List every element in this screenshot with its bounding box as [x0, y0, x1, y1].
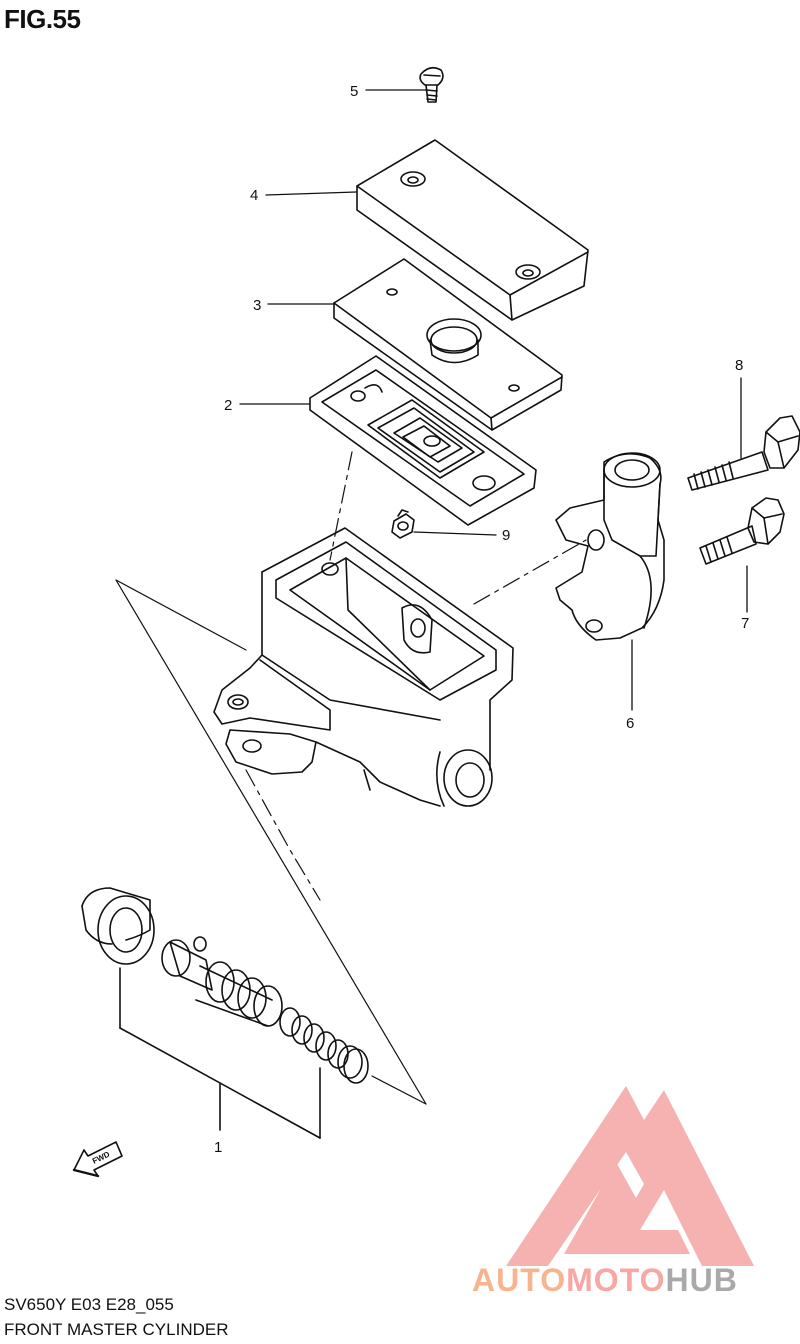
- part-9-fitting: [391, 509, 415, 539]
- part-3-cap-plate: [333, 258, 563, 431]
- part-5-screw: [419, 66, 444, 103]
- part-1-bracket: [119, 967, 321, 1139]
- part-2-diaphragm: [309, 355, 537, 526]
- callout-2: 2: [224, 397, 232, 414]
- callout-5: 5: [350, 83, 358, 100]
- logo-part-hub: HUB: [665, 1262, 738, 1298]
- model-code: SV650Y E03 E28_055: [4, 1295, 174, 1314]
- callout-4: 4: [250, 187, 258, 204]
- logo-part-auto: AUTO: [472, 1262, 567, 1298]
- figure-title: FIG.55: [4, 4, 81, 34]
- part-4-reservoir-cap: [356, 139, 589, 321]
- figure-footer: SV650Y E03 E28_055 FRONT MASTER CYLINDER: [4, 1292, 229, 1342]
- master-cylinder-body: [213, 527, 514, 807]
- callout-9: 9: [502, 527, 510, 544]
- part-8-bolt: [687, 415, 800, 491]
- callout-7: 7: [741, 615, 749, 632]
- automotohub-logo: [506, 1086, 754, 1266]
- callout-1: 1: [214, 1139, 222, 1156]
- callout-8: 8: [735, 357, 743, 374]
- callout-3: 3: [253, 297, 261, 314]
- figure-caption: FRONT MASTER CYLINDER: [4, 1320, 229, 1339]
- forward-direction-arrow: FWD: [72, 1141, 123, 1178]
- leader-lines: [239, 89, 748, 711]
- part-6-clamp-holder: [555, 452, 665, 641]
- part-7-bolt: [699, 497, 785, 565]
- logo-part-moto: MOTO: [566, 1262, 666, 1298]
- assembly-guide-lines: [115, 451, 587, 1105]
- part-1-piston-kit: [81, 887, 369, 1084]
- callout-6: 6: [626, 715, 634, 732]
- logo-wordmark: AUTOMOTOHUB: [472, 1262, 738, 1299]
